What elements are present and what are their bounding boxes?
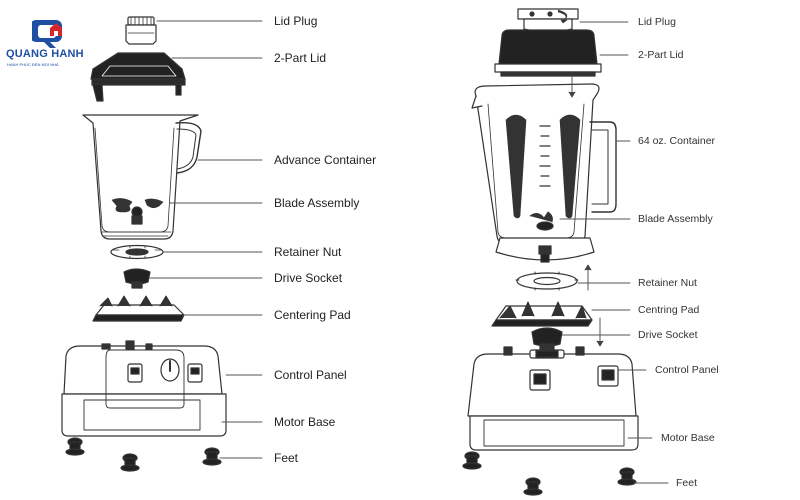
label-right-feet: Feet (676, 477, 698, 489)
left-centering-pad-shape (92, 295, 185, 322)
label-right-control-panel: Control Panel (655, 364, 719, 376)
right-feet-shape (462, 451, 637, 496)
left-motor-base-shape (61, 340, 227, 437)
left-leader-lines (149, 20, 263, 459)
label-right-retainer-nut: Retainer Nut (638, 277, 697, 289)
label-right-blade-assembly: Blade Assembly (638, 213, 713, 225)
right-leader-lines (559, 21, 669, 484)
label-right-lid-plug: Lid Plug (638, 16, 676, 28)
label-right-container: 64 oz. Container (638, 135, 716, 147)
label-left-control-panel: Control Panel (274, 368, 347, 382)
label-left-centering-pad: Centering Pad (274, 308, 351, 322)
label-left-two-part-lid: 2-Part Lid (274, 51, 327, 65)
label-right-drive-socket: Drive Socket (638, 329, 698, 341)
label-left-motor-base: Motor Base (274, 415, 336, 429)
left-feet-shape (65, 437, 222, 472)
right-lid-shape (494, 29, 602, 77)
label-left-drive-socket: Drive Socket (274, 271, 343, 285)
right-centring-pad-shape (491, 301, 593, 327)
left-lid-plug-shape (125, 16, 157, 45)
right-retainer-nut-shape (515, 271, 579, 291)
label-left-blade-assembly: Blade Assembly (274, 196, 360, 210)
label-left-lid-plug: Lid Plug (274, 14, 318, 28)
label-right-motor-base: Motor Base (661, 432, 715, 444)
right-lid-plug-shape (517, 8, 579, 33)
left-retainer-nut-shape (110, 244, 164, 260)
logo-mark-icon (32, 20, 62, 48)
logo-slogan-text: HẠNH PHÚC ĐẾN MỌI NHÀ (7, 62, 59, 67)
left-container-shape (82, 114, 202, 240)
left-drive-socket-shape (123, 268, 151, 289)
label-left-retainer-nut: Retainer Nut (274, 245, 342, 259)
label-left-advance-container: Advance Container (274, 153, 377, 167)
right-container-shape (471, 83, 617, 263)
label-right-centring-pad: Centring Pad (638, 304, 700, 316)
right-motor-base-shape (467, 346, 639, 451)
logo-brand-text: QUANG HANH (6, 48, 84, 60)
left-lid-shape (90, 52, 186, 102)
quang-hanh-logo: QUANG HANH HẠNH PHÚC ĐẾN MỌI NHÀ (4, 14, 100, 67)
label-right-two-part-lid: 2-Part Lid (638, 49, 684, 61)
label-left-feet: Feet (274, 451, 299, 465)
right-drive-socket-shape (531, 327, 563, 351)
right-assembly-arrows (568, 71, 604, 347)
